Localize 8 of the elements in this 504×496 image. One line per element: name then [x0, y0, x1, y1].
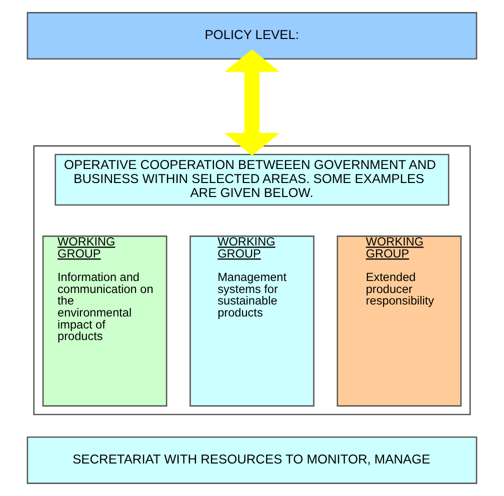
node-box: POLICY LEVEL:: [26, 12, 478, 60]
node-box: WORKING GROUP Extended producer responsibility: [336, 236, 462, 407]
node-box: OPERATIVE COOPERATION BETWEEEN GOVERNMENT AND BUSINESS WITHIN SELECTED AREAS. SOME EXAMPLES ARE GIVEN BELOW.: [54, 154, 450, 206]
node-box: SECRETARIAT WITH RESOURCES TO MONITOR, MANAGE: [26, 436, 478, 484]
node-box: WORKING GROUP Management systems for sustainable products: [190, 236, 314, 407]
cluster: [33, 145, 471, 416]
arrow: [224, 49, 280, 156]
node-box: WORKING GROUP Information and communication on the environmental impact of products: [42, 236, 168, 407]
